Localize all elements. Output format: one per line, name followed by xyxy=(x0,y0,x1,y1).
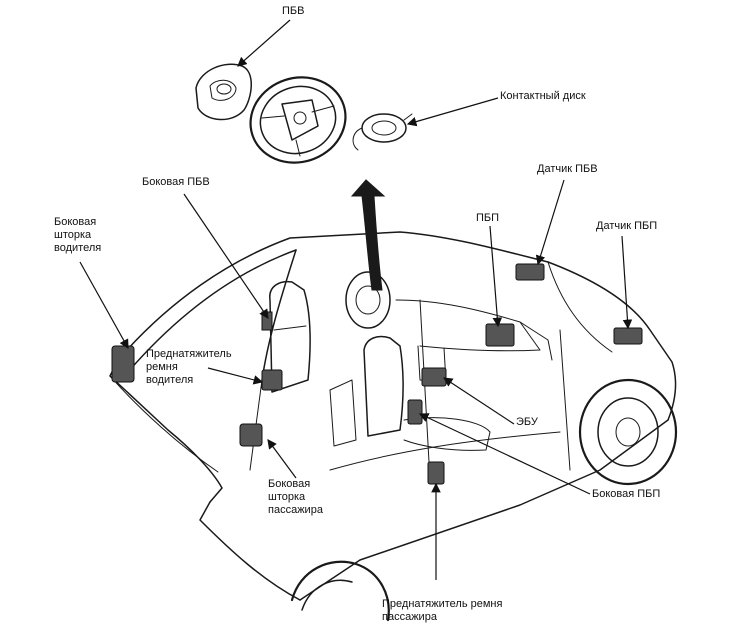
label-ecu: ЭБУ xyxy=(516,416,538,428)
driver-pretensioner-unit xyxy=(261,369,283,391)
ecu-unit xyxy=(421,367,447,387)
driver-airbag-module xyxy=(195,63,252,121)
steering-wheel xyxy=(249,76,347,164)
label-driver-pretensioner-line3: водителя xyxy=(146,374,194,386)
leader-lines xyxy=(79,19,633,580)
label-passenger-airbag: ПБП xyxy=(476,212,500,224)
label-driver-side-airbag: Боковая ПБВ xyxy=(142,176,210,188)
driver-side-airbag-module xyxy=(261,311,273,331)
label-driver-curtain-line3: водителя xyxy=(54,242,102,254)
label-driver-pretensioner-line1: Преднатяжитель xyxy=(146,348,232,360)
passenger-pretensioner-unit xyxy=(427,461,445,485)
passenger-side-airbag-module xyxy=(407,399,423,425)
label-driver-pretensioner-line2: ремня xyxy=(146,361,178,373)
label-passenger-curtain: Боковая шторка пассажира xyxy=(268,478,323,517)
driver-sensor-unit xyxy=(515,263,545,281)
car-body xyxy=(109,231,678,622)
label-clock-spring: Контактный диск xyxy=(500,90,586,102)
label-driver-pretensioner: Преднатяжитель ремня водителя xyxy=(146,348,232,387)
passenger-sensor-unit xyxy=(613,327,643,345)
label-passenger-pretensioner: Преднатяжитель ремня пассажира xyxy=(382,598,502,624)
driver-curtain-inflator xyxy=(111,345,135,383)
label-driver-curtain-line2: шторка xyxy=(54,229,92,241)
passenger-curtain-inflator xyxy=(239,423,263,447)
clock-spring xyxy=(352,113,413,151)
label-passenger-pretensioner-line1: Преднатяжитель ремня xyxy=(382,598,503,610)
label-passenger-curtain-line2: шторка xyxy=(268,491,306,503)
label-driver-curtain: Боковая шторка водителя xyxy=(54,216,101,255)
label-driver-curtain-line1: Боковая xyxy=(54,216,97,228)
label-passenger-curtain-line3: пассажира xyxy=(268,504,323,516)
label-passenger-pretensioner-line2: пассажира xyxy=(382,611,437,623)
label-driver-airbag: ПБВ xyxy=(282,5,305,17)
car-interior xyxy=(269,271,553,451)
passenger-airbag-module xyxy=(485,323,515,347)
label-passenger-curtain-line1: Боковая xyxy=(268,478,311,490)
label-driver-airbag-sensor: Датчик ПБВ xyxy=(537,163,598,175)
label-passenger-side-airbag: Боковая ПБП xyxy=(592,488,661,500)
label-passenger-airbag-sensor: Датчик ПБП xyxy=(596,220,658,232)
